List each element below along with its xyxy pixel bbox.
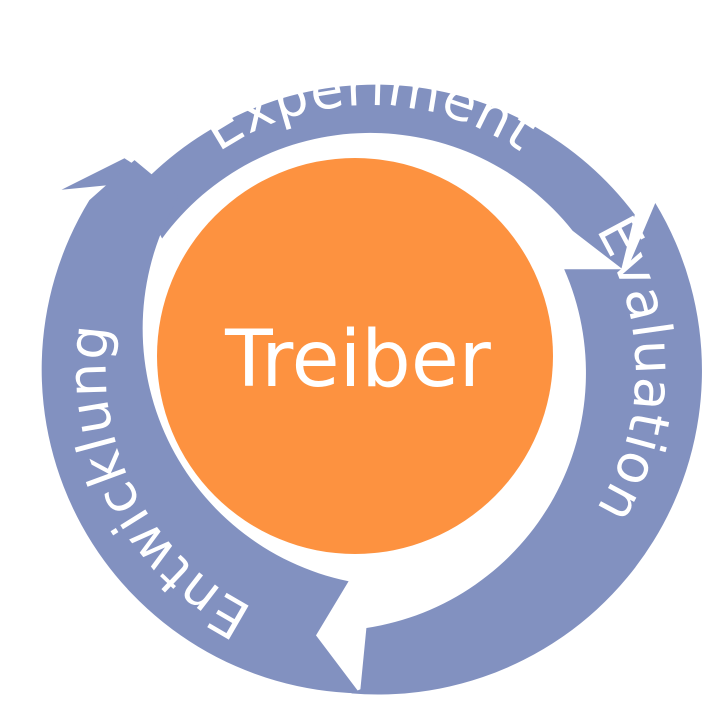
- segment-label-experiment: Experiment: [193, 55, 549, 163]
- center-circle: [157, 158, 553, 554]
- segment-entwicklung: [41, 160, 360, 694]
- segment-experiment: [61, 84, 635, 269]
- segment-evaluation: [351, 203, 702, 695]
- center-label: Treiber: [224, 315, 492, 405]
